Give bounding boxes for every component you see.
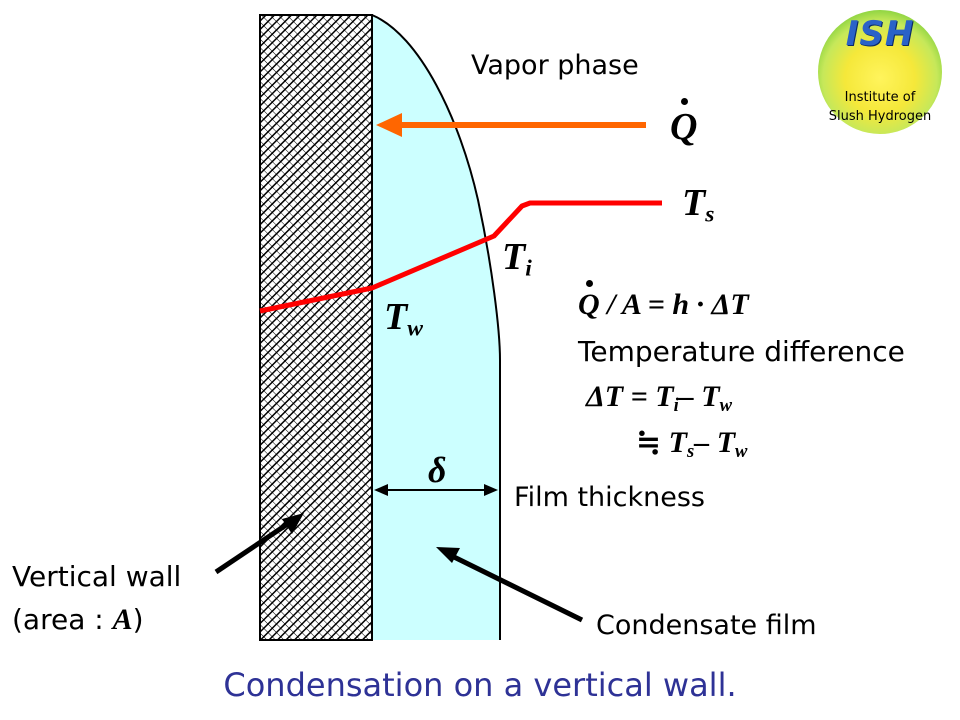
interface-temperature-label: Ti [502,238,532,281]
approx-mid: – T [694,426,736,459]
area-variable: A [112,603,133,636]
t-w-sub: w [407,315,423,342]
temperature-difference-label: Temperature difference [578,335,905,368]
vertical-wall-label-line1: Vertical wall [12,560,182,593]
t-i-sub: i [525,255,532,282]
delta-t-sub-w: w [719,395,732,417]
delta-t-mid: – T [678,380,720,413]
area-prefix: (area : [12,603,113,636]
film-thickness-arrow [374,484,498,496]
equation-flux-rest: / A = h · ΔT [599,288,749,321]
logo-line-1: Institute of [844,90,916,105]
heat-flow-arrow [376,113,646,137]
condensate-film-label: Condensate film [596,610,817,641]
approx-symbol: ≒ [636,426,669,459]
approx-sub-w: w [735,441,748,463]
wall-pointer-arrow [214,513,304,575]
ish-logo: ISH Institute of Slush Hydrogen [818,10,942,134]
delta-symbol: δ [428,450,447,490]
delta-t-equation: ΔT = Ti– Tw [586,382,732,416]
delta-t-sub-i: i [673,395,679,417]
vertical-wall-label-line2: (area : A) [12,605,144,635]
film-boundary [371,14,501,640]
heat-flux-label: Q [670,98,698,148]
heat-flux-symbol: Q [670,98,698,148]
equation-q-symbol: Q [578,280,600,321]
approx-t1: T [668,426,687,459]
delta-t-approx-equation: ≒ Ts– Tw [636,428,747,462]
condensate-film [372,15,500,640]
delta-t-lhs: ΔT = T [586,380,674,413]
t-s-sub: s [705,201,715,228]
vertical-wall [259,14,373,641]
wall-temperature-label: Tw [384,298,423,341]
approx-sub-s: s [686,441,695,463]
saturation-temperature-label: Ts [682,184,714,227]
heat-flux-equation: Q / A = h · ΔT [578,280,749,321]
film-thickness-label: Film thickness [514,482,705,513]
vapor-phase-label: Vapor phase [471,50,639,81]
area-suffix: ) [132,603,144,636]
slide-caption: Condensation on a vertical wall. [223,666,737,704]
t-i-main: T [502,236,526,278]
t-w-main: T [384,296,408,338]
logo-line-2: Slush Hydrogen [828,109,932,124]
logo-mark: ISH [845,14,915,54]
film-pointer-arrow [436,547,584,623]
temperature-profile [259,200,662,314]
t-s-main: T [682,182,706,224]
